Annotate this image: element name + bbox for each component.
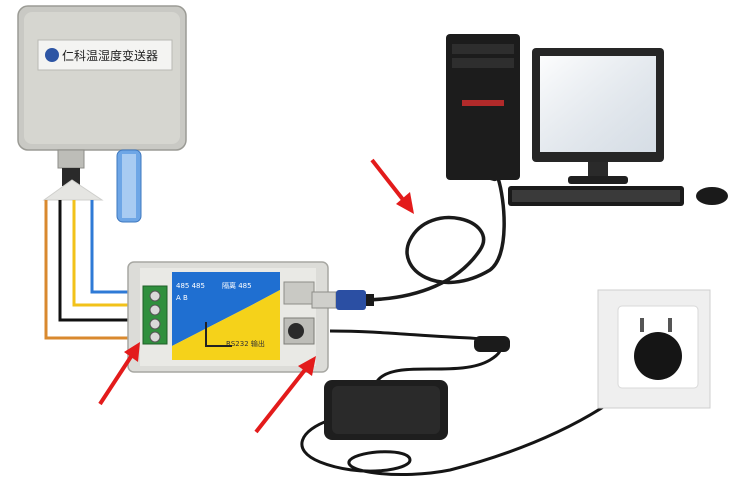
ferrite-core — [474, 336, 510, 352]
panel-label: 隔离 485 — [222, 281, 252, 290]
pc-tower — [446, 34, 520, 180]
power-plug — [634, 332, 682, 380]
temperature-humidity-transmitter: 仁科温湿度变送器 — [17, 5, 187, 223]
panel-blue — [172, 272, 250, 346]
transmitter-label: 仁科温湿度变送器 — [62, 48, 158, 63]
brand-logo-icon — [45, 48, 59, 62]
arrow-terminal — [98, 342, 140, 406]
arrow-usb — [370, 158, 414, 214]
mouse — [696, 187, 728, 205]
rs485-converter: 485 485 A B 隔离 485 RS232 输出 — [127, 261, 329, 373]
usb-cable — [359, 177, 506, 302]
signal-wires — [44, 200, 145, 340]
terminal-label-1: 485 485 — [176, 282, 205, 290]
black-wire — [58, 200, 145, 322]
output-label: RS232 输出 — [226, 339, 265, 348]
usb-plug-converter — [311, 290, 374, 310]
wall-socket — [597, 289, 711, 409]
yellow-wire — [72, 200, 145, 307]
terminal-label-2: A B — [176, 294, 188, 302]
callout-arrows — [98, 158, 414, 434]
arrow-power — [254, 356, 316, 434]
desktop-computer — [446, 34, 728, 206]
cable-sleeve — [42, 179, 104, 201]
orange-wire — [44, 200, 145, 340]
usb-port — [283, 281, 315, 305]
